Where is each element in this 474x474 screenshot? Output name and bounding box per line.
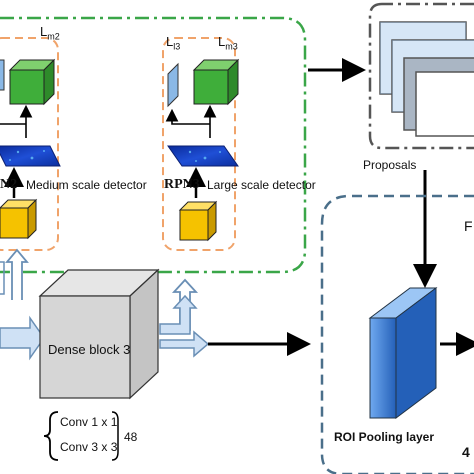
block-arrow-out [159,294,198,335]
conv-brace [43,411,59,461]
right-edge-letter: F [464,218,473,234]
rpn2-output-sub: m2 [47,31,60,42]
dense-block-label: Dense block 3 [48,342,131,357]
rpn3-reg-sub: m3 [225,41,238,52]
conv-top-label: Conv 1 x 1 [60,415,118,429]
detector-region-border [0,16,307,274]
block-arrow-in [0,315,45,361]
rpn2-heatmap [0,145,61,167]
hollow-arrow-left-stub [0,261,5,295]
hollow-arrow-rpn2 [5,248,29,300]
rpn3-heatmap [167,145,239,167]
rpn2-cls-output [0,59,5,91]
rpn3-box [162,37,236,251]
rpn2-box [0,37,59,251]
rpn3-caption: Large scale detector [207,178,316,192]
rpn2-label: N2 [0,177,18,192]
rpn2-green-cube [8,58,56,106]
rpn3-cls-label: Ll3 [166,34,181,52]
rpn3-label: RPN3 [164,177,200,192]
rpn3-green-cube [192,58,240,106]
rpn2-output-label: Lm2 [40,24,60,42]
roi-label: ROI Pooling layer [334,430,435,444]
rpn2-yellow-cube [0,198,38,240]
roi-region-border [320,194,474,474]
rpn2-caption: Medium scale detector [26,178,147,192]
proposals-box [368,2,474,150]
conv-bottom-label: Conv 3 x 3 [60,440,118,454]
rpn3-cls-sub: l3 [173,41,181,52]
rpn3-yellow-cube [178,200,218,242]
rpn3-cls-output [167,62,179,108]
roi-pooling-slab [368,287,438,419]
repeat-count: 48 [124,430,138,444]
proposals-label: Proposals [363,158,417,172]
roi-corner-text: 4 [462,444,470,460]
dense-block-cube [38,268,160,400]
block-arrow-out-right [159,330,210,358]
rpn3-reg-label: Lm3 [218,34,238,52]
